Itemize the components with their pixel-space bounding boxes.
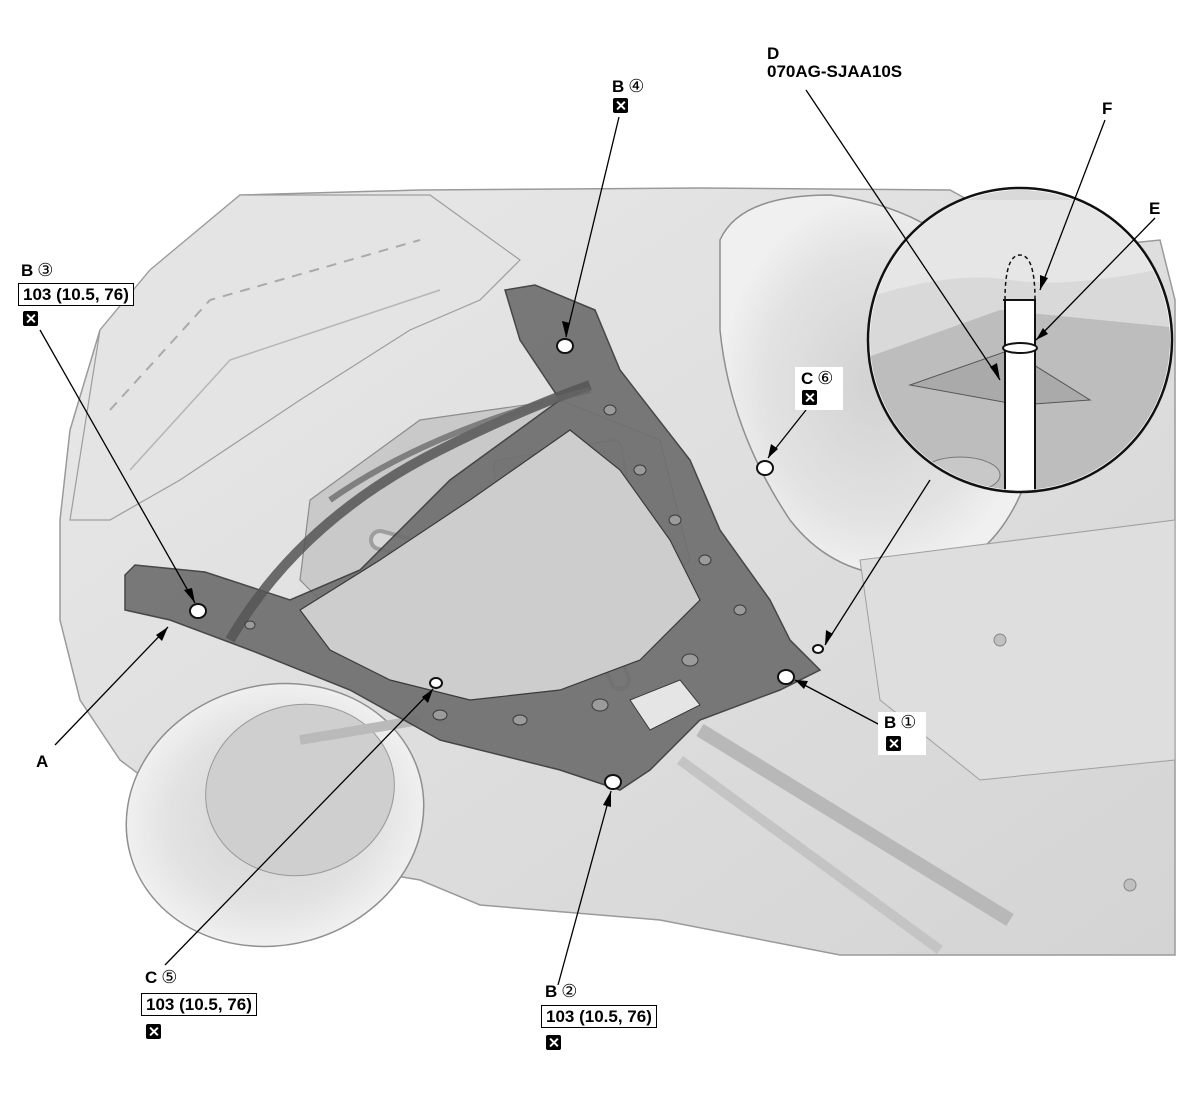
callout-e: E (1149, 199, 1161, 218)
callout-c5-number: ⑤ (161, 967, 178, 988)
torque-spec-c5: 103 (10.5, 76) (141, 993, 257, 1016)
arrowheads (156, 275, 1048, 807)
bolt-b4 (556, 338, 574, 354)
callout-f: F (1102, 99, 1113, 118)
replace-part-icon (886, 736, 901, 751)
tool-hole (812, 644, 824, 654)
callout-c5-letter: C (145, 968, 158, 987)
callout-a: A (36, 752, 49, 771)
bolt-b1 (777, 669, 795, 685)
detail-inset (866, 186, 1174, 494)
bolt-c5 (429, 677, 443, 689)
replace-part-icon (23, 311, 38, 326)
callout-d: D 070AG-SJAA10S (767, 45, 902, 81)
callout-b4-letter: B (612, 77, 625, 96)
callout-b4-number: ④ (628, 76, 645, 97)
callout-b1-number: ① (900, 712, 917, 733)
callout-c6-number: ⑥ (817, 368, 834, 389)
replace-part-icon (546, 1035, 561, 1050)
leader-lines (39, 89, 1156, 986)
bolt-b3 (189, 603, 207, 619)
callout-b3-number: ③ (37, 260, 54, 281)
torque-spec-b2: 103 (10.5, 76) (541, 1005, 657, 1028)
bolt-b2 (604, 774, 622, 790)
torque-spec-b3: 103 (10.5, 76) (18, 283, 134, 306)
callout-b3-letter: B (21, 261, 34, 280)
callout-b2-letter: B (545, 982, 558, 1001)
front-subframe (124, 284, 822, 791)
callout-b2-number: ② (561, 981, 578, 1002)
callout-d-letter: D (767, 44, 780, 63)
replace-part-icon (802, 390, 817, 405)
mounting-bolts (189, 338, 824, 790)
callout-b1-letter: B (884, 713, 897, 732)
special-tool-number: 070AG-SJAA10S (767, 62, 903, 81)
callout-c6-letter: C (801, 369, 814, 388)
bolt-c6 (756, 460, 774, 476)
replace-part-icon (613, 98, 628, 113)
replace-part-icon (146, 1024, 161, 1039)
